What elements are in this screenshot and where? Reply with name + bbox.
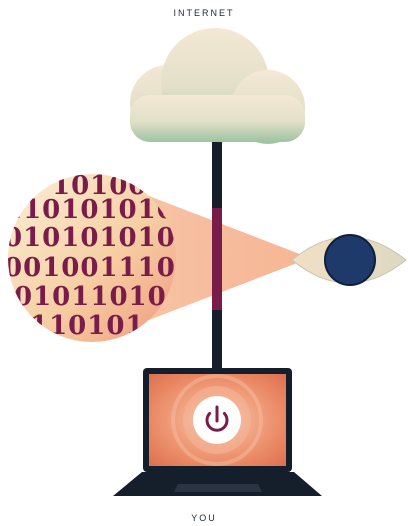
you-label: YOU [191, 513, 217, 523]
power-button[interactable] [193, 396, 241, 444]
eye-icon [291, 234, 407, 286]
internet-label: INTERNET [173, 8, 235, 18]
cloud-icon [130, 28, 305, 144]
binary-row: 110101 [30, 311, 145, 341]
binary-row: 1101010101 [4, 195, 195, 225]
trackpad [174, 484, 262, 492]
binary-row: 001001110 [4, 253, 176, 283]
intercepted-segment [212, 208, 222, 310]
power-icon [205, 405, 229, 432]
magnified-data-lens: 10100 1101010101 0101010101 001001110 01… [4, 174, 195, 342]
binary-row: 0101010101 [4, 223, 195, 253]
binary-row: 01011010 [14, 282, 167, 312]
